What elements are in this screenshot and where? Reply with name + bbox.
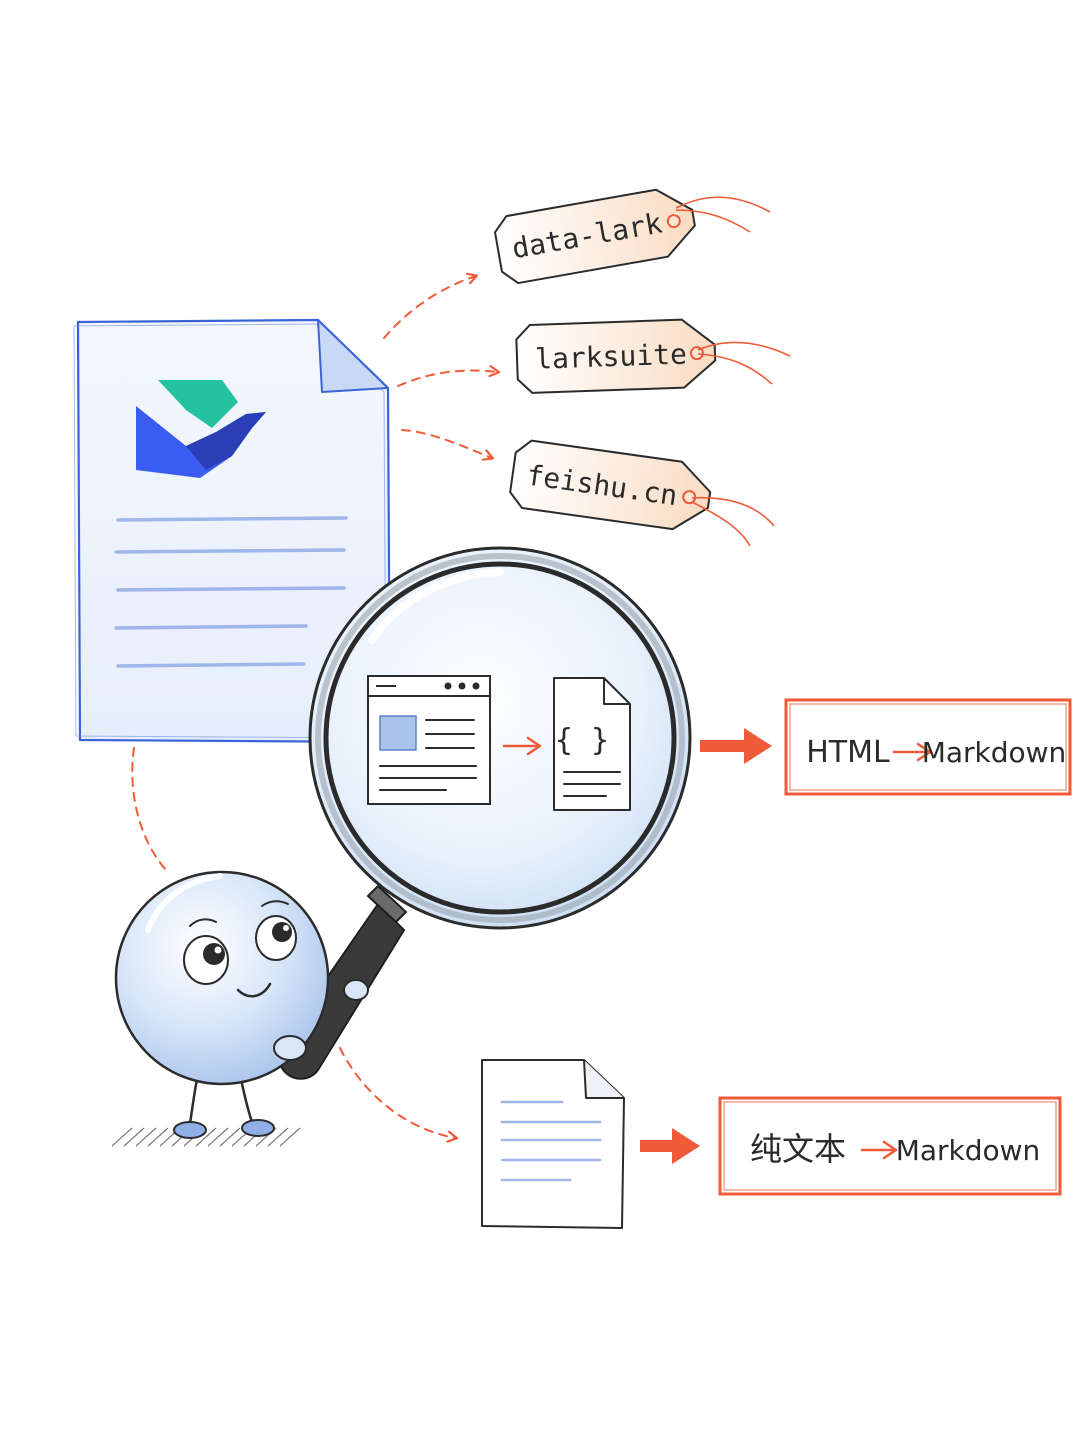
tag-feishu: feishu.cn [509,439,712,531]
arrow-to-tag-1 [383,276,476,339]
json-file-icon: { } [553,677,631,811]
mascot-character [111,870,369,1147]
lark-document [73,318,392,744]
plain-output-arrow-icon [860,1140,898,1160]
plain-output-from: 纯文本 [750,1130,846,1168]
json-file-glyph: { } [555,723,609,758]
arrow-to-tag-2 [397,371,498,387]
tag-label: larksuite [535,338,688,376]
html-output-from: HTML [806,735,890,770]
plain-output-arrow [640,1128,700,1164]
tag-data-lark: data-lark [494,188,696,285]
arrow-to-tag-3 [401,429,492,458]
text-file-icon [481,1059,625,1229]
page-fold [317,319,389,393]
tag-string [675,196,771,213]
tag-larksuite: larksuite [515,318,717,394]
tag-string [697,341,791,357]
tag-string [691,501,751,547]
tag-string [697,353,773,385]
document-text-lines [114,516,348,668]
tag-arrows [383,276,498,458]
browser-window-icon [367,675,491,805]
html-output-arrow [700,728,772,764]
plaintext-to-markdown-box: 纯文本 Markdown [718,1096,1062,1196]
html-output-arrow-icon [892,742,932,762]
tag-string [675,209,751,233]
plain-output-to: Markdown [896,1134,1041,1167]
tag-string [691,496,775,527]
lens-arrow [502,736,542,756]
mascot-to-textfile-line [339,1047,456,1138]
html-output-to: Markdown [922,736,1067,769]
html-to-markdown-box: HTML Markdown [784,698,1072,796]
lark-logo-icon [136,380,266,478]
doc-to-mascot-line [131,747,167,871]
